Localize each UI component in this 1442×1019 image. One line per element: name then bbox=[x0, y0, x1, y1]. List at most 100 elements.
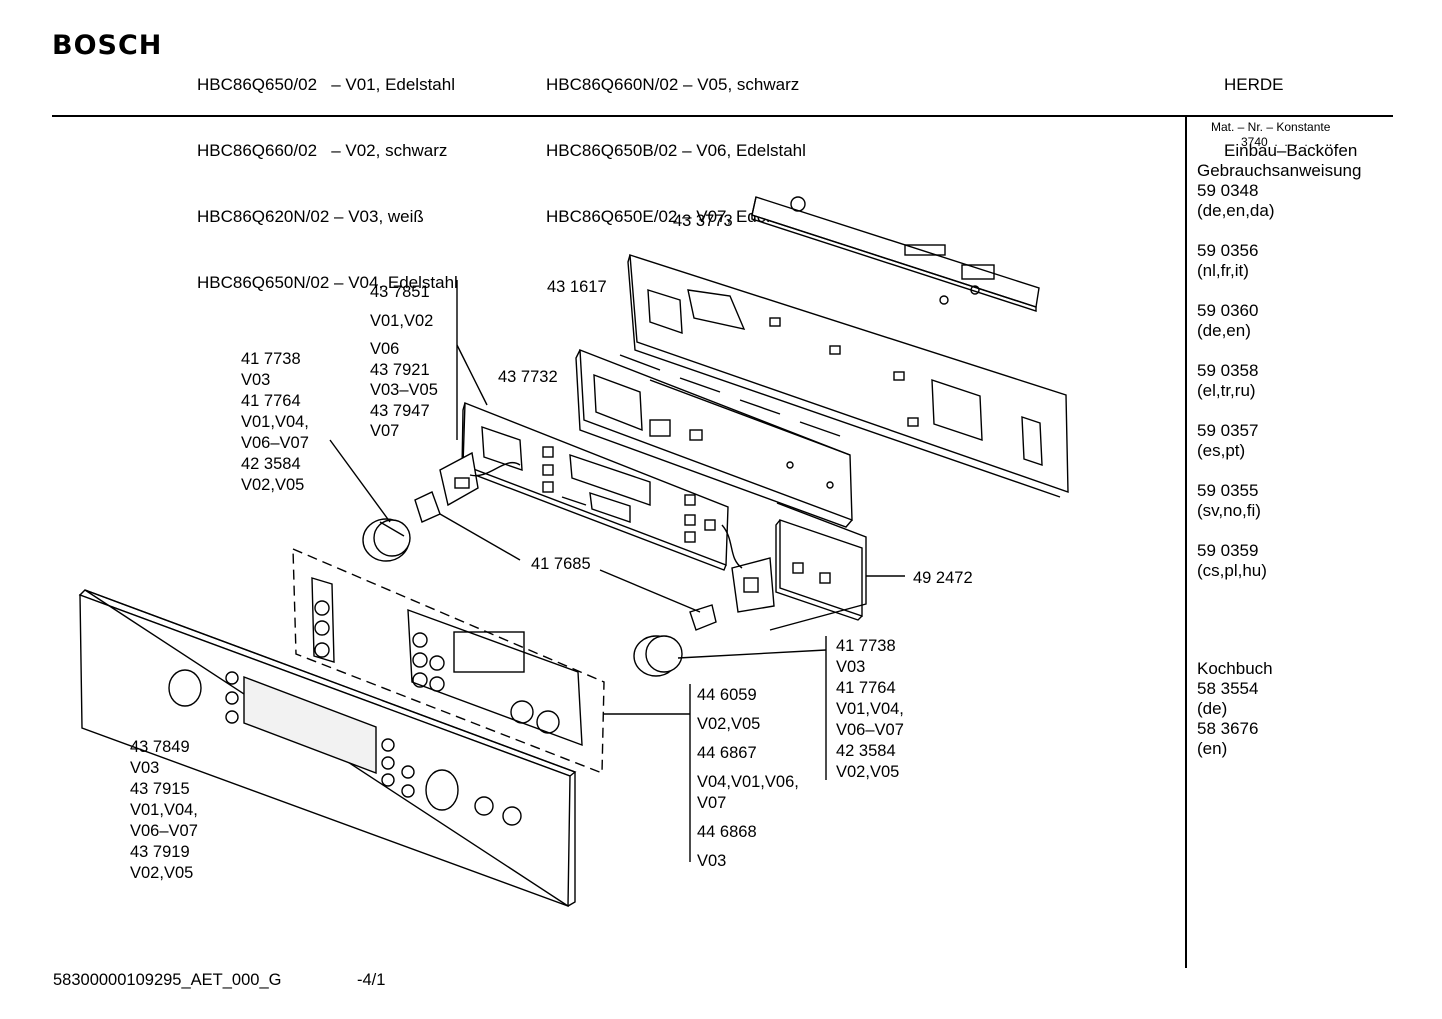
model-line: HBC86Q660N/02 – V05, schwarz bbox=[546, 75, 800, 94]
part-variant: V06–V07 bbox=[836, 721, 904, 739]
part-number: 43 7851 bbox=[370, 283, 430, 301]
part-variant: V01,V04, bbox=[241, 413, 309, 431]
part-number: 44 6868 bbox=[697, 823, 757, 841]
part-variant: V01,V04, bbox=[130, 801, 198, 819]
part-group-buttons: 44 6059 V02,V05 44 6867 V04,V01,V06, V07… bbox=[697, 685, 799, 872]
encoder-left bbox=[414, 451, 521, 523]
part-label: 43 3773 bbox=[673, 212, 733, 230]
leader bbox=[677, 649, 827, 659]
part-variant: V03 bbox=[836, 658, 866, 676]
part-variant: V01,V02 bbox=[370, 311, 434, 330]
manual-number: 59 0355 bbox=[1197, 481, 1259, 500]
leader bbox=[456, 344, 488, 406]
part-variant: V03–V05 bbox=[370, 381, 438, 399]
mat-value: 3740 . . . . . bbox=[1241, 135, 1318, 149]
part-number: 41 7764 bbox=[241, 392, 301, 410]
part-variant: V01,V04, bbox=[836, 700, 904, 718]
button-group-outline bbox=[292, 547, 605, 775]
knob-right bbox=[633, 635, 683, 677]
part-variant: V02,V05 bbox=[241, 476, 305, 494]
manual-item: 59 0359 (cs,pl,hu) bbox=[1197, 541, 1437, 581]
board-433773 bbox=[751, 196, 1040, 312]
part-variant: V02,V05 bbox=[130, 864, 194, 882]
part-label: 43 7732 bbox=[498, 368, 558, 386]
part-number: 44 6867 bbox=[697, 744, 757, 762]
manual-number: 59 0348 bbox=[1197, 181, 1259, 200]
part-variant: V02,V05 bbox=[697, 715, 761, 733]
manual-langs: (el,tr,ru) bbox=[1197, 381, 1256, 400]
part-variant: V04,V01,V06, bbox=[697, 773, 799, 791]
frame-431617 bbox=[627, 254, 1069, 498]
footer-page: -4/1 bbox=[357, 971, 386, 989]
button-module-right bbox=[407, 608, 583, 747]
cookbook-number: 58 3554 bbox=[1197, 679, 1259, 698]
manual-item: 59 0356 (nl,fr,it) bbox=[1197, 241, 1437, 281]
manual-list: Gebrauchsanweisung 59 0348 (de,en,da) 59… bbox=[1197, 161, 1437, 601]
part-number: 43 7921 bbox=[370, 360, 430, 379]
module-492472 bbox=[769, 502, 867, 631]
part-group-panel: 43 7849 V03 43 7915 V01,V04, V06–V07 43 … bbox=[130, 737, 198, 884]
part-variant: V03 bbox=[697, 852, 727, 870]
part-variant: V03 bbox=[130, 759, 160, 777]
knob-left bbox=[362, 518, 411, 562]
part-label: 41 7685 bbox=[531, 555, 591, 573]
manual-number: 59 0360 bbox=[1197, 301, 1259, 320]
part-group-knob-left: 41 7738 V03 41 7764 V01,V04, V06–V07 42 … bbox=[241, 349, 309, 496]
manual-item: 59 0360 (de,en) bbox=[1197, 301, 1437, 341]
model-list-1: HBC86Q650/02 – V01, Edelstahl HBC86Q660/… bbox=[197, 30, 458, 316]
manual-item: 59 0348 (de,en,da) bbox=[1197, 181, 1437, 221]
manual-langs: (de,en) bbox=[1197, 321, 1251, 340]
part-number: 42 3584 bbox=[241, 455, 301, 473]
part-number: 42 3584 bbox=[836, 742, 896, 760]
model-line: HBC86Q620N/02 – V03, weiß bbox=[197, 207, 424, 226]
manual-langs: (nl,fr,it) bbox=[1197, 261, 1249, 280]
manual-item: 59 0355 (sv,no,fi) bbox=[1197, 481, 1437, 521]
kochbuch-title: Kochbuch bbox=[1197, 659, 1273, 678]
mat-label: Mat. – Nr. – Konstante bbox=[1211, 120, 1331, 134]
manual-number: 59 0359 bbox=[1197, 541, 1259, 560]
board-437851 bbox=[461, 401, 729, 571]
part-variant: V03 bbox=[241, 371, 271, 389]
part-group-board: 43 7851 V01,V02 V06 43 7921 V03–V05 43 7… bbox=[370, 282, 438, 442]
part-number: 41 7738 bbox=[836, 637, 896, 655]
part-number: 43 7947 bbox=[370, 401, 430, 420]
gebrauch-title: Gebrauchsanweisung bbox=[1197, 161, 1362, 180]
brand-logo: BOSCH bbox=[52, 30, 163, 61]
manual-langs: (es,pt) bbox=[1197, 441, 1246, 460]
part-number: 43 7919 bbox=[130, 843, 190, 861]
manual-number: 59 0358 bbox=[1197, 361, 1259, 380]
part-number: 44 6059 bbox=[697, 686, 757, 704]
category: HERDE Einbau–Backöfen bbox=[1224, 30, 1357, 184]
part-variant: V07 bbox=[370, 422, 400, 440]
manual-item: 59 0357 (es,pt) bbox=[1197, 421, 1437, 461]
leader bbox=[329, 439, 391, 523]
leader bbox=[439, 513, 521, 561]
category-line: HERDE bbox=[1224, 75, 1284, 94]
part-variant: V02,V05 bbox=[836, 763, 900, 781]
leader bbox=[599, 569, 701, 613]
manual-langs: (cs,pl,hu) bbox=[1197, 561, 1267, 580]
model-line: HBC86Q650N/02 – V04, Edelstahl bbox=[197, 273, 458, 292]
manual-number: 59 0357 bbox=[1197, 421, 1259, 440]
part-variant: V07 bbox=[697, 794, 727, 812]
footer-code: 58300000109295_AET_000_G bbox=[53, 971, 282, 989]
manual-langs: (sv,no,fi) bbox=[1197, 501, 1261, 520]
part-number: 43 7915 bbox=[130, 780, 190, 798]
cookbook-list: Kochbuch 58 3554 (de) 58 3676 (en) bbox=[1197, 659, 1273, 759]
cookbook-langs: (en) bbox=[1197, 739, 1228, 758]
part-number: 41 7738 bbox=[241, 350, 301, 368]
holder-437732 bbox=[575, 348, 853, 528]
part-label: 43 1617 bbox=[547, 278, 607, 296]
button-module-left bbox=[311, 577, 335, 663]
part-number: 41 7764 bbox=[836, 679, 896, 697]
part-variant: V06–V07 bbox=[130, 822, 198, 840]
manual-langs: (de,en,da) bbox=[1197, 201, 1275, 220]
cookbook-langs: (de) bbox=[1197, 699, 1228, 718]
part-group-knob-right: 41 7738 V03 41 7764 V01,V04, V06–V07 42 … bbox=[836, 636, 904, 783]
part-label: 49 2472 bbox=[913, 569, 973, 587]
cookbook-number: 58 3676 bbox=[1197, 719, 1259, 738]
part-variant: V06–V07 bbox=[241, 434, 309, 452]
part-variant: V06 bbox=[370, 340, 400, 358]
model-line: HBC86Q660/02 – V02, schwarz bbox=[197, 141, 448, 160]
